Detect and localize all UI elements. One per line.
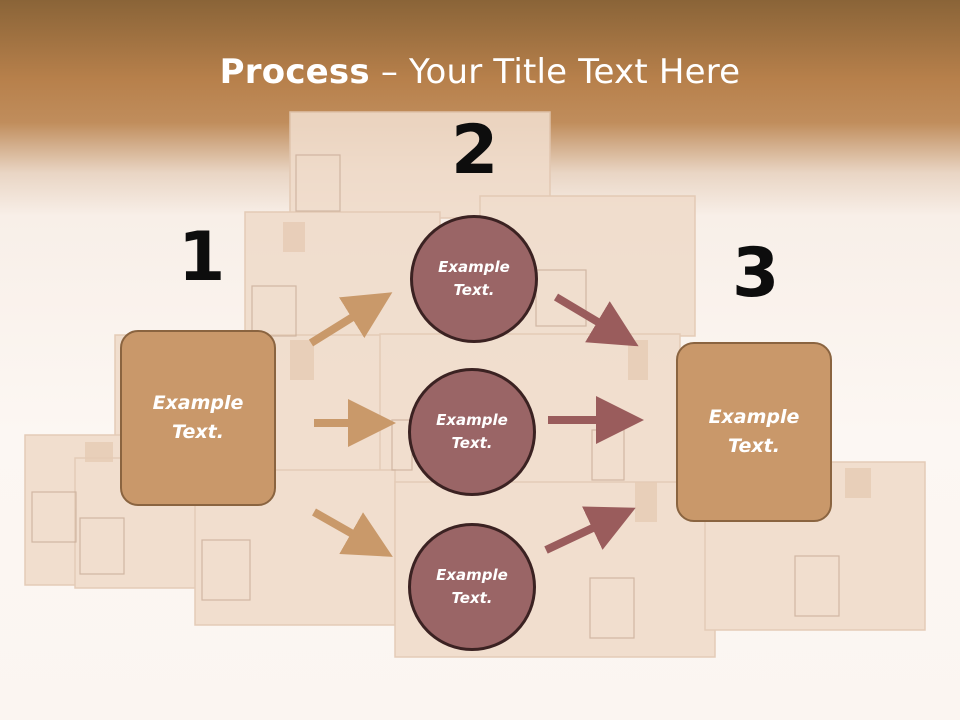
left-box-line2: Text. xyxy=(172,421,224,443)
circle-top-line1: Example xyxy=(438,258,510,276)
left-step-box: Example Text. xyxy=(120,330,276,506)
circle-bottom: Example Text. xyxy=(408,523,536,651)
circle-bottom-line1: Example xyxy=(436,566,508,584)
circle-bottom-line2: Text. xyxy=(451,589,493,607)
arrow-to-circle-top xyxy=(308,292,393,347)
right-step-box: Example Text. xyxy=(676,342,832,522)
title-separator: – xyxy=(369,52,410,92)
step-number-1: 1 xyxy=(178,218,226,297)
arrow-from-circle-top xyxy=(553,293,639,347)
slide-title: Process – Your Title Text Here xyxy=(0,52,960,92)
title-bold: Process xyxy=(219,52,370,92)
circle-middle: Example Text. xyxy=(408,368,536,496)
circle-middle-line2: Text. xyxy=(451,434,493,452)
step-number-3: 3 xyxy=(732,234,780,313)
circle-middle-line1: Example xyxy=(436,411,508,429)
title-rest: Your Title Text Here xyxy=(409,52,741,92)
left-box-line1: Example xyxy=(152,392,244,414)
right-box-line1: Example xyxy=(708,406,800,428)
circle-top-line2: Text. xyxy=(453,281,495,299)
right-box-line2: Text. xyxy=(728,435,780,457)
circle-top: Example Text. xyxy=(410,215,538,343)
arrow-from-circle-bottom xyxy=(544,506,636,554)
arrow-to-circle-bottom xyxy=(312,508,393,557)
step-number-2: 2 xyxy=(451,111,499,190)
